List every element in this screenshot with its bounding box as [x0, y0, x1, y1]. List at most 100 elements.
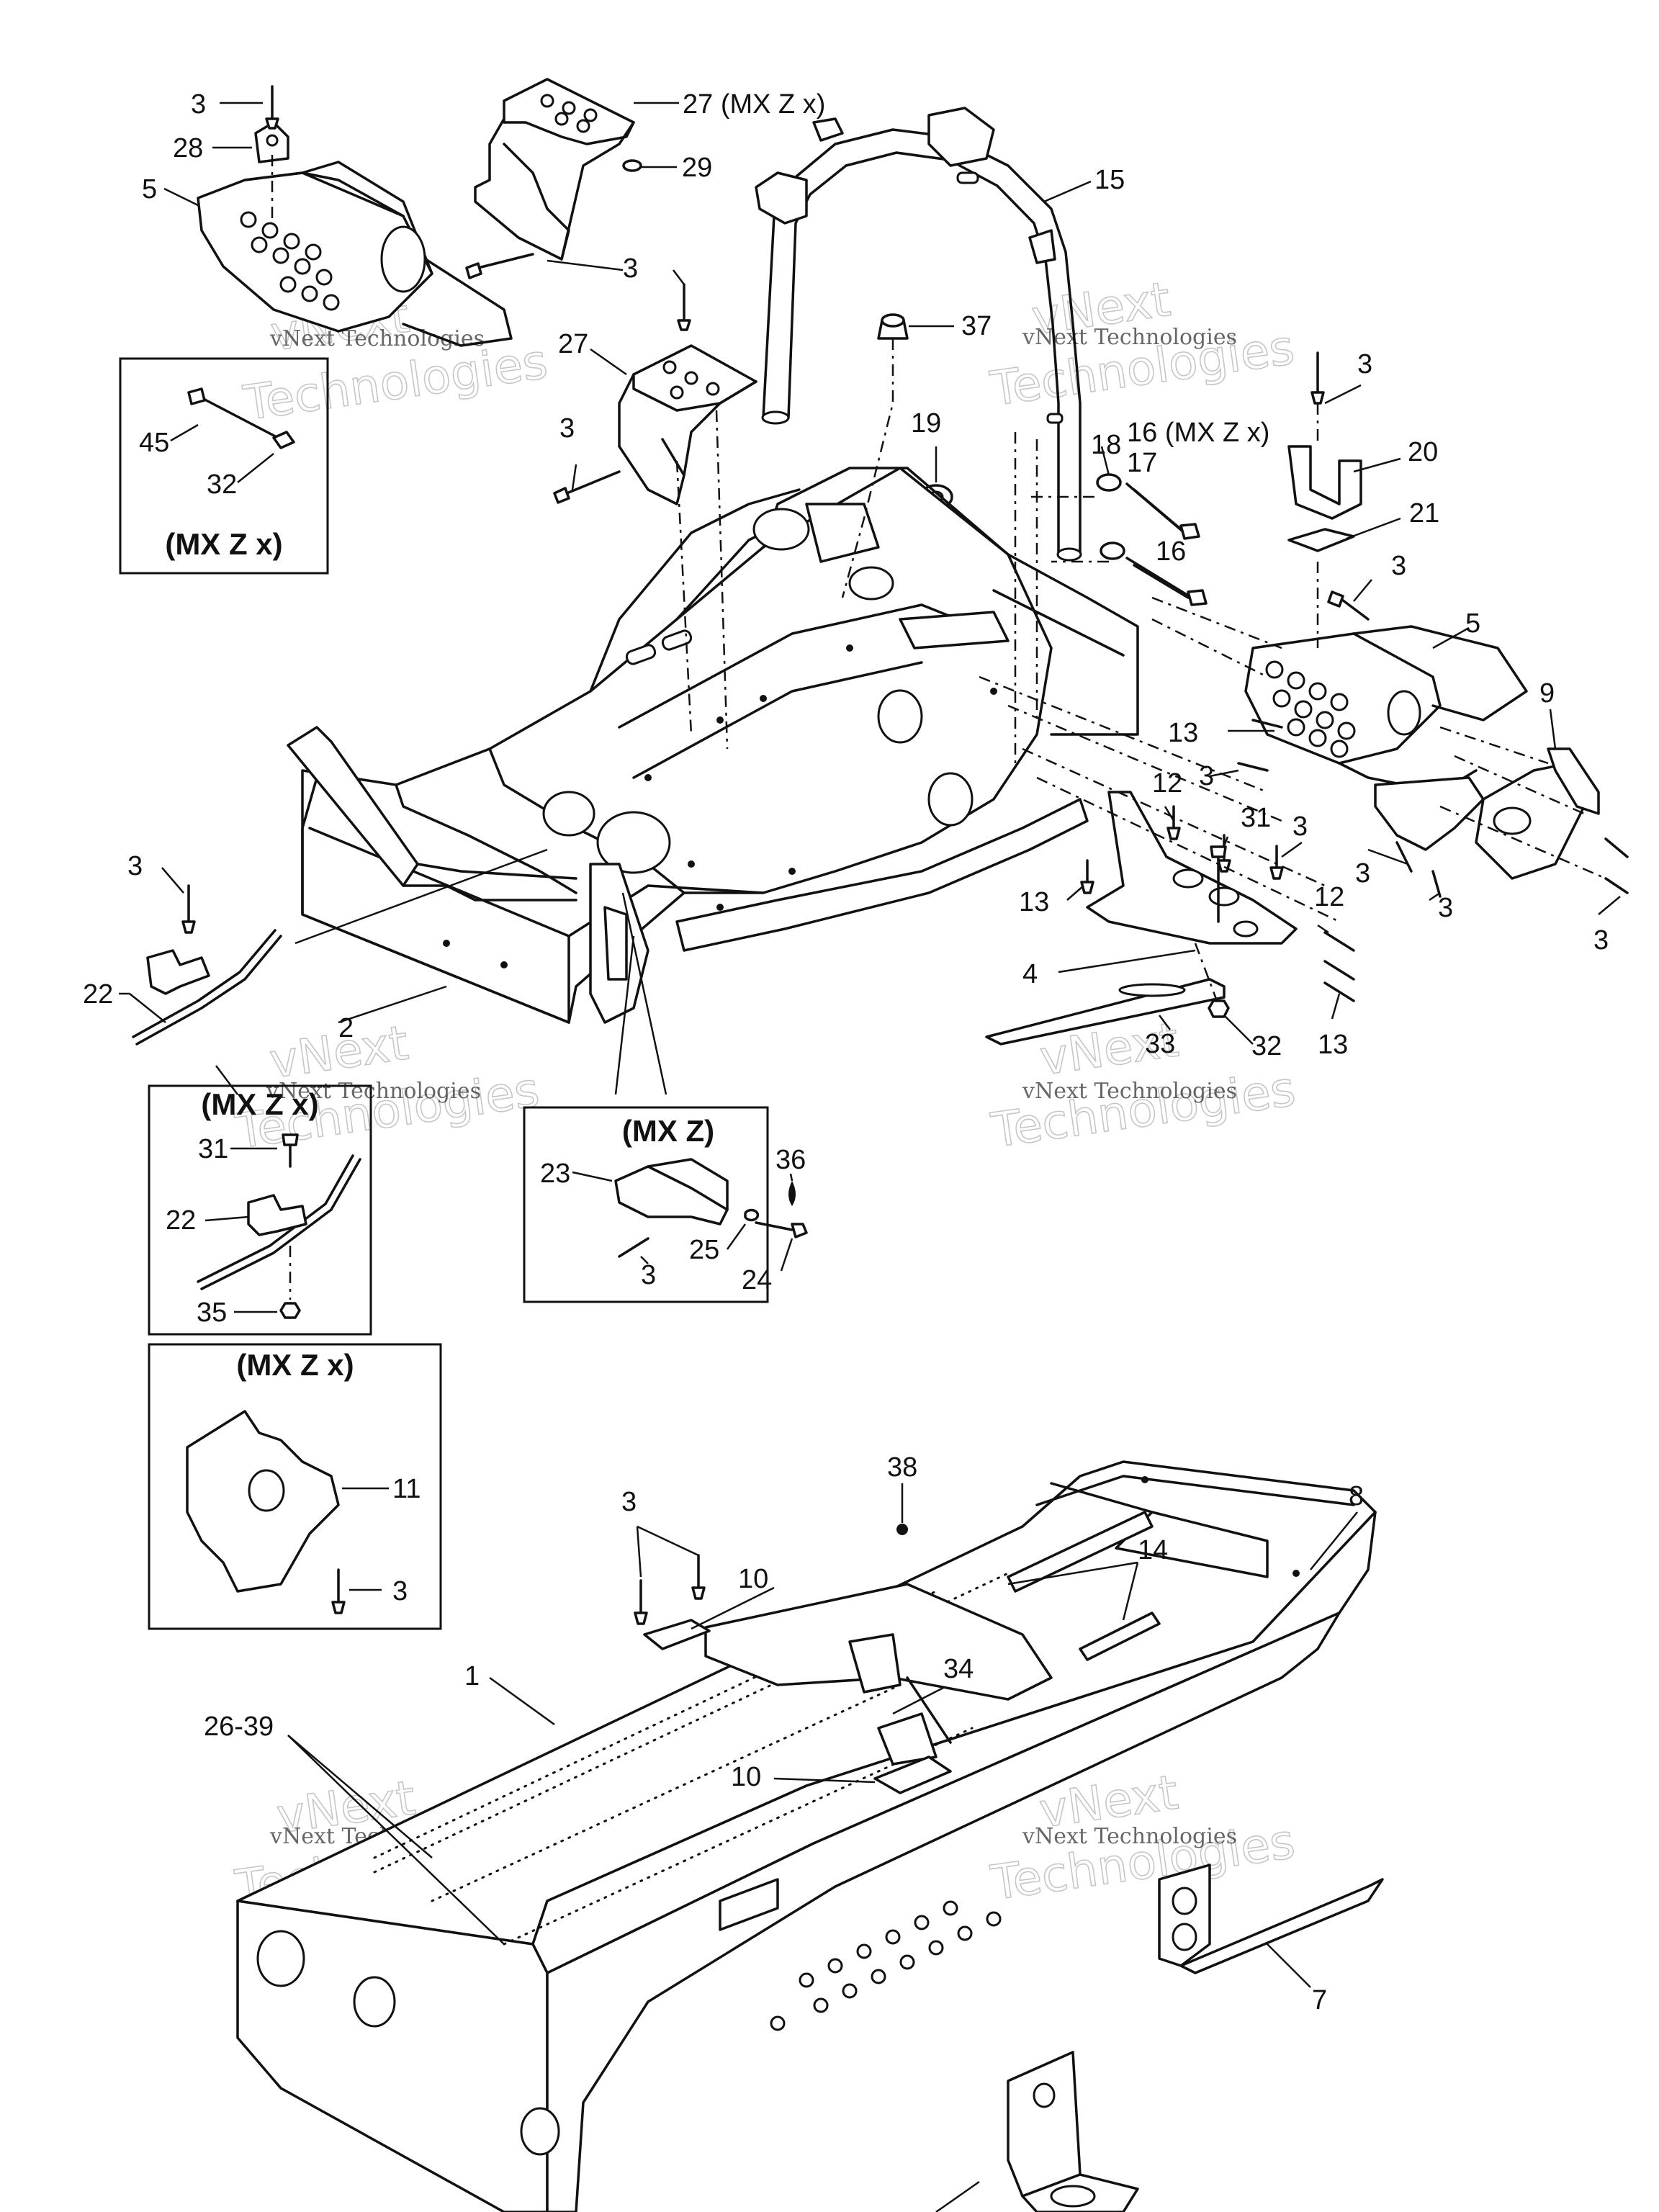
callout: 3	[1391, 551, 1406, 581]
watermark-brand: vNext Technologies	[1022, 325, 1237, 350]
bumper-brace	[589, 863, 649, 1024]
shield-27-mxzx	[474, 78, 635, 261]
callout: 9	[1539, 678, 1555, 709]
callout: 13	[1019, 887, 1049, 917]
shield-27	[618, 344, 757, 505]
callout: 22	[83, 979, 113, 1010]
callout: 25	[689, 1235, 719, 1265]
callout: 20	[1408, 437, 1438, 467]
watermark-brand: vNext Technologies	[1022, 1824, 1237, 1849]
footrest-bracket-left	[197, 161, 513, 347]
callout: 3	[559, 413, 575, 444]
callout: 28	[173, 133, 203, 163]
callout: 33	[1145, 1029, 1175, 1059]
callout: 18	[1091, 430, 1121, 460]
callout: 3	[1593, 925, 1609, 956]
callout: 1	[464, 1661, 480, 1691]
rivet-3-top-left	[265, 85, 279, 130]
callout: 4	[1022, 959, 1038, 989]
box-mxzx-a: (MX Z x)	[119, 357, 329, 575]
watermark-brand: vNext Technologies	[266, 1079, 481, 1104]
assembly-lines-upper	[271, 155, 1606, 1002]
callout: 10	[731, 1762, 761, 1792]
callout: 5	[142, 174, 157, 204]
callout: 22	[166, 1205, 196, 1236]
callout: 3	[1292, 811, 1308, 842]
steering-support-15	[755, 107, 1082, 562]
watermark-mid-right: vNext Technologies	[987, 1012, 1299, 1159]
callout: 3	[1355, 858, 1370, 889]
callout: 17	[1127, 448, 1157, 478]
callout: 34	[943, 1654, 974, 1684]
bracket-4	[1086, 791, 1298, 945]
bolts-16-17-18	[1096, 473, 1208, 606]
fastener-38	[896, 1524, 908, 1535]
box-mxzx-b: (MX Z x)	[148, 1084, 372, 1336]
footrest-bracket-right	[1244, 625, 1528, 793]
callout: 24	[742, 1265, 772, 1295]
callout: 3	[127, 851, 143, 881]
plate-21	[1287, 528, 1355, 552]
callout: 26-39	[204, 1712, 274, 1742]
callout: 3	[191, 89, 206, 120]
callout: 3	[641, 1260, 656, 1290]
callout: 38	[887, 1452, 917, 1483]
clip-20	[1287, 445, 1362, 520]
rail-14	[1007, 1511, 1161, 1661]
front-frame-rail-left	[287, 726, 577, 902]
callout: 31	[198, 1134, 228, 1164]
watermark-line2: Technologies	[988, 1061, 1299, 1159]
box-mxzx-c: (MX Z x)	[148, 1343, 442, 1630]
callout: 27 (MX Z x)	[683, 89, 825, 120]
washer-29	[622, 159, 642, 172]
callout: 5	[1465, 608, 1480, 639]
tunnel-1	[236, 1460, 1377, 2212]
callout: 32	[207, 469, 237, 500]
leader-lines	[119, 102, 1621, 2212]
box-mxz: (MX Z)	[523, 1106, 808, 1303]
clip-22-tube	[132, 884, 282, 1046]
callout: 8	[1349, 1481, 1364, 1511]
callout: 32	[1251, 1031, 1282, 1061]
grommet-37	[877, 313, 909, 340]
callout: 35	[197, 1298, 227, 1328]
front-frame-rail-right	[675, 798, 1089, 952]
callout: 11	[392, 1474, 421, 1504]
callout: 19	[911, 408, 941, 439]
callout: 3	[392, 1576, 408, 1606]
callout: 27	[558, 329, 588, 359]
callout: 3	[1199, 761, 1214, 791]
callout: 14	[1138, 1535, 1168, 1565]
callout: 12	[1314, 882, 1344, 912]
bracket-10-lower	[873, 1755, 952, 1794]
upper-frame-2	[301, 467, 1139, 1024]
callout: 3	[621, 1487, 637, 1517]
callout: 13	[1318, 1030, 1348, 1060]
callout: 3	[623, 253, 638, 284]
box-title: (MX Z)	[622, 1114, 714, 1148]
rivets-3-tunnel	[634, 1554, 706, 1625]
callout: 23	[540, 1159, 570, 1189]
watermark-brand: vNext Technologies	[1022, 1079, 1237, 1104]
callout: 37	[961, 311, 992, 341]
watermark-brand: vNext Technologies	[269, 326, 485, 351]
callout: 36	[775, 1145, 806, 1175]
box-title: (MX Z x)	[165, 527, 282, 561]
callout: 31	[1241, 803, 1271, 833]
callout: 13	[1168, 718, 1198, 748]
tunnel-side-holes	[770, 1900, 1002, 2031]
callout: 29	[682, 153, 712, 183]
rivet-3-right-upper	[1310, 351, 1370, 621]
callout: 12	[1152, 768, 1182, 799]
callout-labels: 3 28 5 27 (MX Z x) 29 3 15 37 27 3 19 18…	[83, 89, 1609, 2015]
callout: 16 (MX Z x)	[1127, 418, 1269, 448]
frame-slots	[625, 629, 693, 665]
bracket-9	[1547, 747, 1600, 815]
callout: 45	[139, 428, 169, 458]
callout: 3	[1438, 893, 1453, 923]
box-title: (MX Z x)	[201, 1087, 318, 1121]
callout: 15	[1094, 165, 1125, 195]
plate-33	[985, 978, 1226, 1046]
bracket-bottom	[1007, 2051, 1139, 2212]
